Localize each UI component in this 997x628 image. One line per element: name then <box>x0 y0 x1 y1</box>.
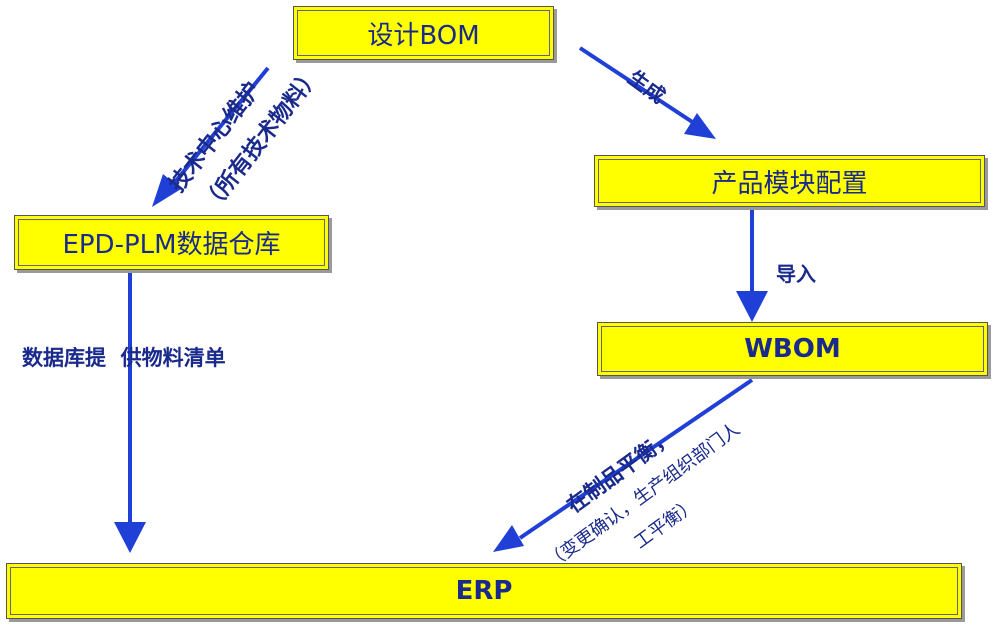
wbom-box: WBOM <box>597 322 988 376</box>
arrow-design-to-module <box>578 46 702 129</box>
erp-label: ERP <box>455 576 513 606</box>
arrowhead-module-to-wbom <box>736 291 768 322</box>
arrowhead-design-to-epd <box>152 174 181 207</box>
wbom-label: WBOM <box>744 334 841 364</box>
product-module-box: 产品模块配置 <box>594 155 985 207</box>
erp-box: ERP <box>6 563 962 619</box>
product-module-label: 产品模块配置 <box>711 168 868 199</box>
epd-plm-label: EPD-PLM数据仓库 <box>62 230 281 260</box>
epd-plm-box: EPD-PLM数据仓库 <box>14 215 329 270</box>
arrowhead-design-to-module <box>684 113 716 139</box>
data-provide-label: 数据库提 供物料清单 <box>22 345 226 370</box>
arrow-design-to-epd <box>160 66 270 200</box>
import-label: 导入 <box>776 262 816 286</box>
arrowhead-wbom-to-erp <box>493 525 524 552</box>
arrow-wbom-to-erp <box>518 378 754 540</box>
design-bom-label: 设计BOM <box>367 20 480 51</box>
design-bom-box: 设计BOM <box>293 6 554 60</box>
arrowhead-epd-to-erp <box>114 522 146 553</box>
